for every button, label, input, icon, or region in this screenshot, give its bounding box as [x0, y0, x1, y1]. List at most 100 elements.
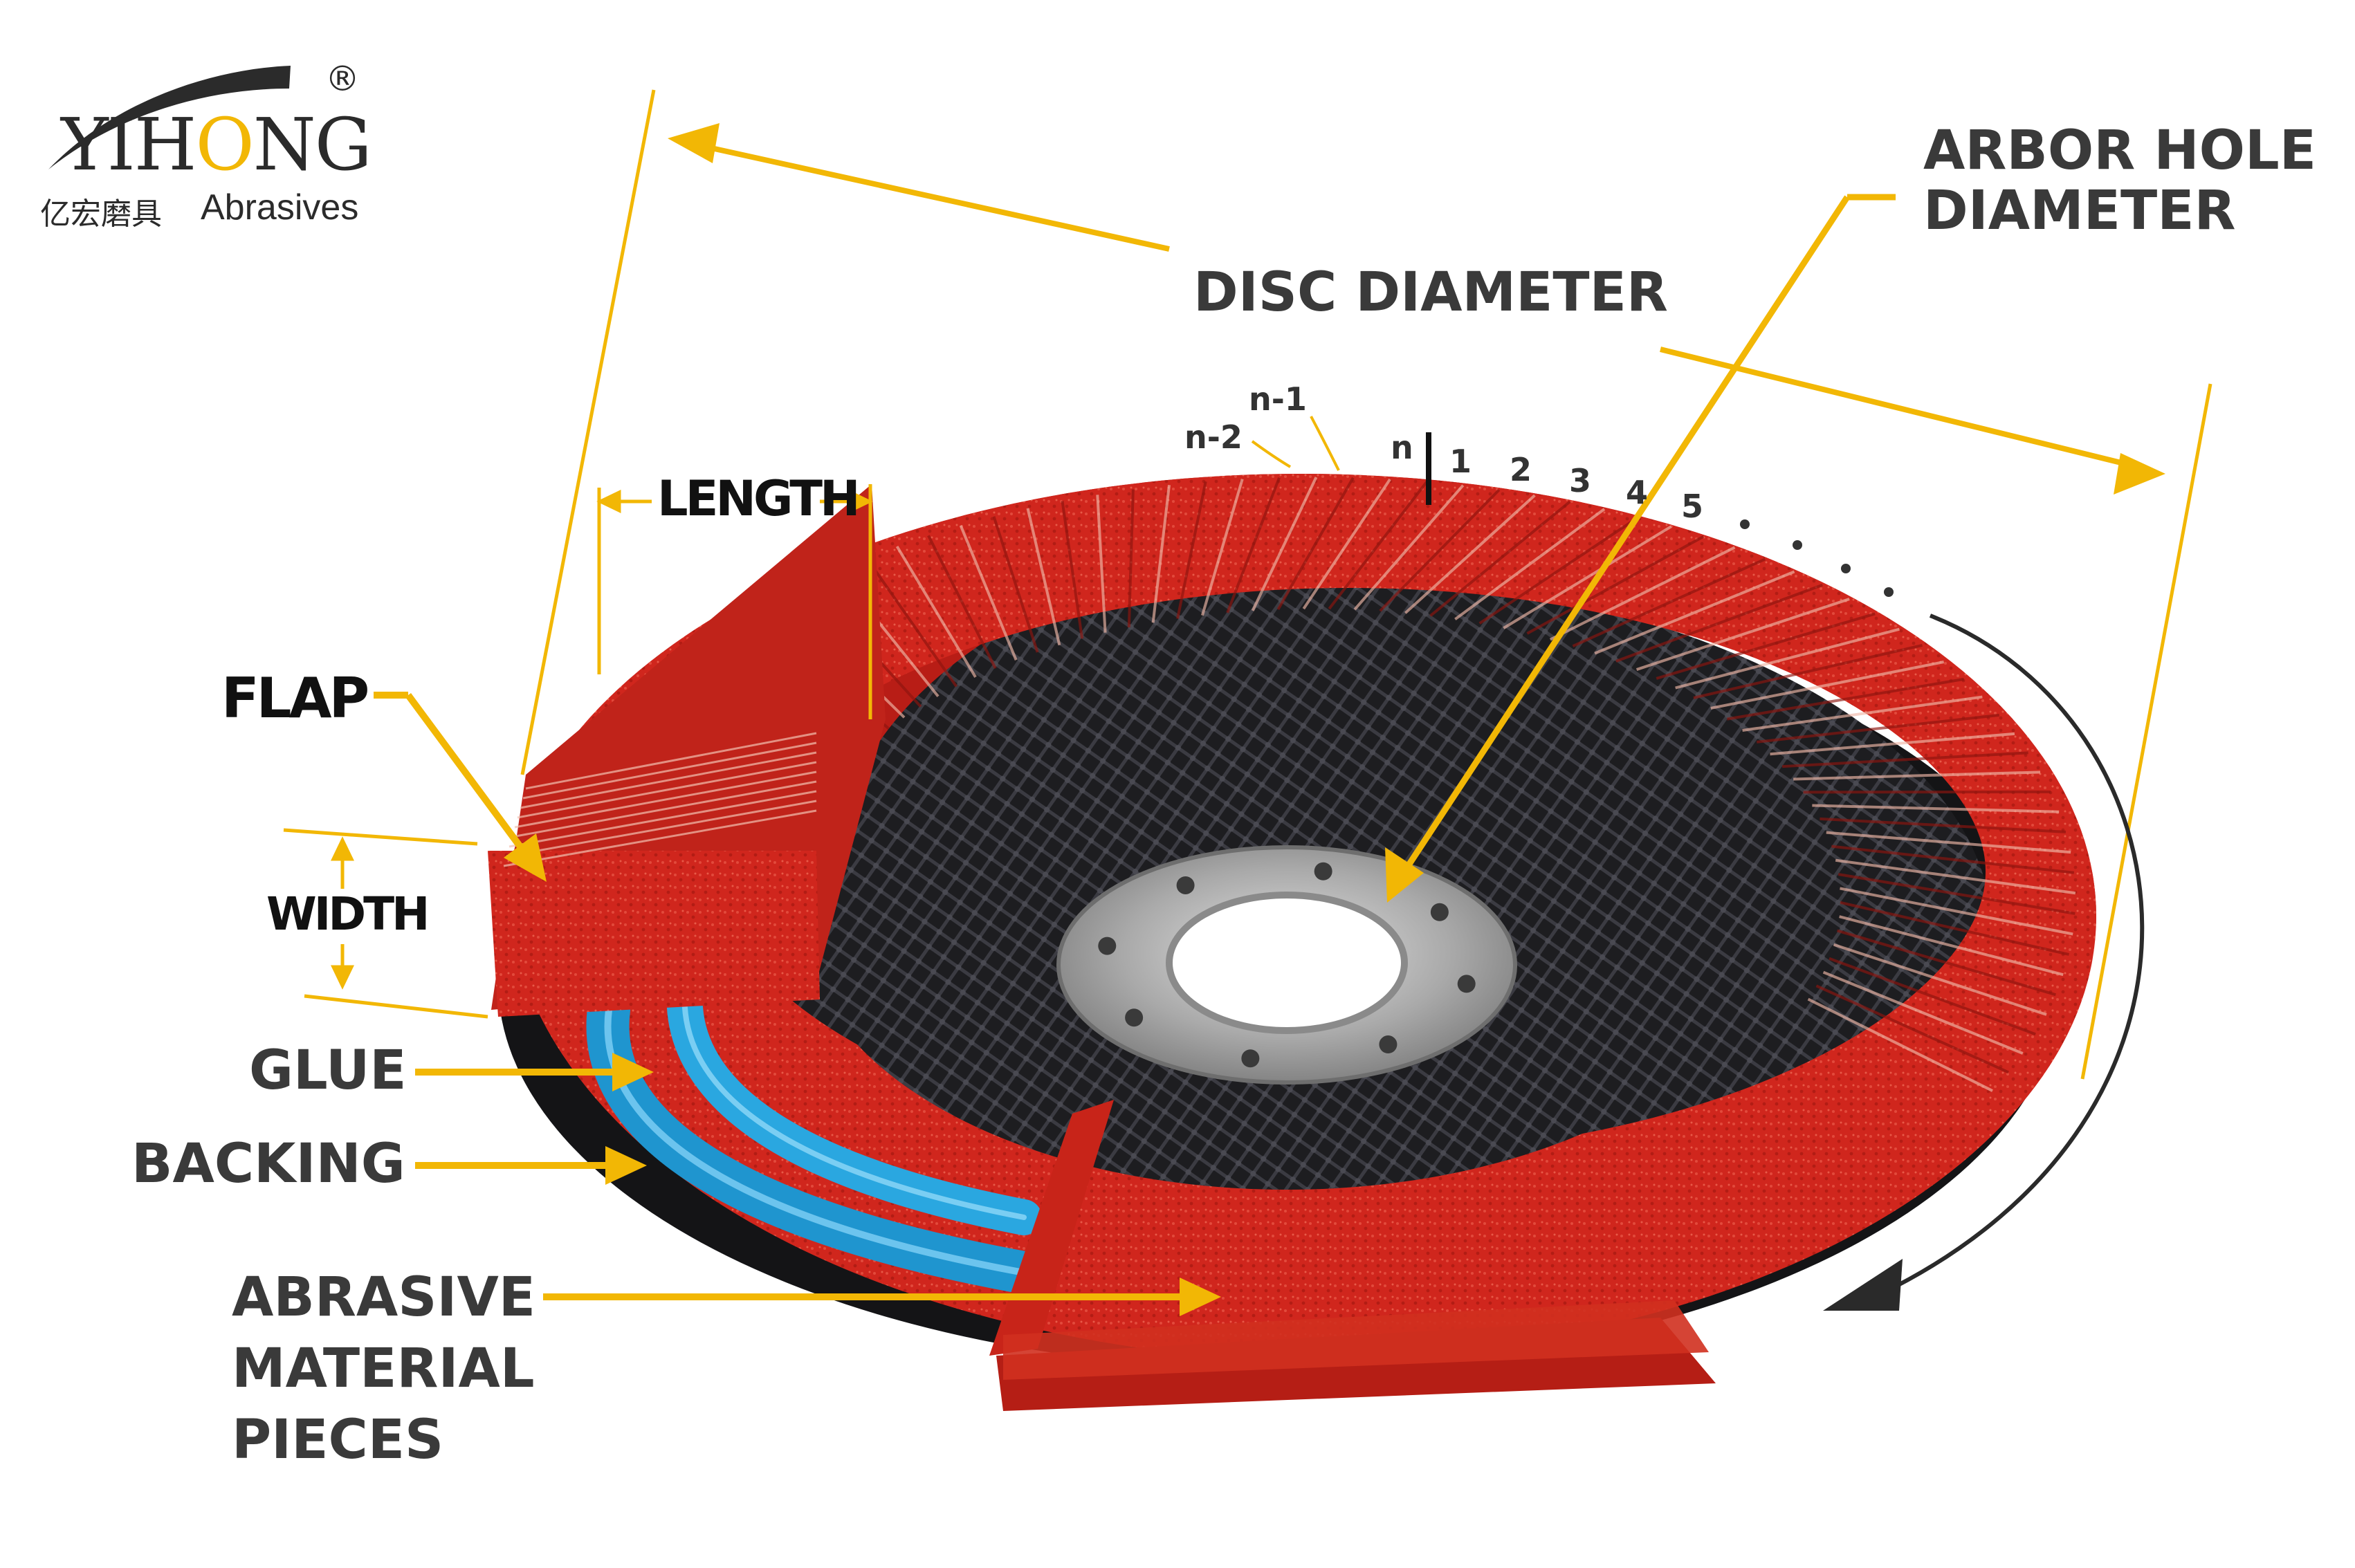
flap-edge-line	[1812, 804, 2060, 813]
flap-edge-line	[1656, 612, 1876, 680]
flap-edge-line	[1478, 516, 1640, 625]
flap-edge-line	[1826, 831, 2071, 854]
abrasive-pointer	[543, 1278, 1221, 1316]
bolt-hole	[1176, 876, 1195, 894]
flap-edge-line	[1594, 570, 1795, 655]
flap-edge-line	[895, 545, 977, 678]
arbor-hole-diameter-label: ARBOR HOLE DIAMETER	[1923, 120, 2316, 243]
flap-edge-line	[1404, 494, 1536, 614]
glue-label: GLUE	[249, 1040, 407, 1102]
flap-edge-line	[1026, 508, 1061, 646]
rotation-arc	[1880, 614, 2145, 1295]
flap-edge-line	[927, 535, 997, 670]
bolt-hole	[1430, 903, 1449, 921]
flap-number-n-minus-1: n-1	[1249, 380, 1307, 418]
brand-name-o: O	[195, 102, 254, 187]
arbor-hole-leader	[1385, 194, 1896, 903]
flap-edge-line	[1838, 873, 2075, 915]
flap-pointer	[374, 692, 547, 882]
flap-edge-line	[1710, 661, 1945, 710]
flap-edge-line	[1379, 488, 1501, 612]
flap-number-1: 1	[1449, 443, 1472, 480]
flap-layer-line	[525, 732, 817, 790]
flap-edge-line	[1781, 751, 2028, 768]
brand-name-suffix: NG	[253, 102, 372, 187]
flap-edge-line	[959, 525, 1018, 661]
arbor-hole	[1166, 892, 1408, 1034]
flap-edge-line	[1757, 713, 2000, 744]
length-dimension	[596, 490, 873, 513]
flap-edge-line	[1727, 677, 1964, 721]
brand-name-prefix: YIH	[61, 102, 196, 187]
flap-edge-line	[992, 516, 1039, 653]
flap-edge-line	[1635, 598, 1850, 671]
width-label: WIDTH	[266, 887, 430, 941]
flap-edge-line	[1831, 845, 2075, 874]
left-flap-stack	[488, 484, 886, 1017]
flap-edge-line	[1742, 695, 1983, 732]
abrasive-line3: PIECES	[232, 1408, 444, 1471]
flap-edge-line	[1572, 557, 1766, 648]
bolt-hole	[1125, 1008, 1144, 1027]
flap-edge-line	[1835, 858, 2076, 895]
flap-edge-line	[1061, 501, 1084, 639]
flap-edge-line	[1526, 535, 1705, 635]
flap-number-4: 4	[1626, 474, 1649, 511]
flap-layer-line	[522, 741, 817, 800]
bolt-hole	[1314, 862, 1332, 880]
flap-layer-line	[503, 809, 817, 867]
flap-edge-line	[1328, 481, 1428, 610]
abrasive-line2: MATERIAL	[232, 1337, 535, 1400]
disc-diameter-arrows	[668, 123, 2165, 495]
flap-layer-line	[517, 761, 817, 819]
flap-edge-line	[1793, 771, 2041, 781]
flap-layer-line	[508, 790, 817, 848]
flap-layer-line	[511, 780, 817, 838]
flap-edge-line	[1815, 984, 2009, 1074]
flap-edge-line	[865, 557, 958, 688]
flap-number-n: n	[1391, 429, 1413, 466]
flap-number-3: 3	[1569, 462, 1592, 499]
rotation-arrowhead	[1823, 1259, 1903, 1311]
sequence-dots	[1740, 519, 1894, 597]
flap-edge-line	[1353, 484, 1465, 611]
backing-pointer	[415, 1146, 647, 1185]
flap-layer-line	[514, 771, 817, 829]
flap-edge-line	[1839, 915, 2064, 977]
flap-edge-line	[1127, 489, 1135, 628]
flap-edge-line	[1675, 627, 1900, 690]
flap-number-n-minus-2: n-2	[1184, 418, 1243, 456]
flap-edge-line	[1820, 817, 2067, 833]
brand-logo-text: YIHONG	[61, 102, 372, 187]
flap-layer-line	[506, 800, 817, 858]
flap-edge-line	[1829, 957, 2036, 1036]
flap-edge-line	[1840, 901, 2069, 956]
flap-edge-line	[1176, 481, 1207, 619]
bolt-hole	[1457, 975, 1476, 993]
flap-edge-line	[1549, 546, 1736, 641]
flap-edge-line	[1836, 929, 2056, 997]
abrasive-line1: ABRASIVE	[232, 1266, 536, 1329]
flap-edge-line	[1151, 484, 1171, 623]
flap-layer-line	[520, 751, 817, 809]
brand-tagline: Abrasives	[201, 187, 359, 228]
backing-label: BACKING	[131, 1133, 405, 1195]
logo-swoosh	[48, 66, 291, 169]
glue-pointer	[415, 1053, 654, 1091]
bolt-hole	[1098, 937, 1117, 955]
width-dimension	[331, 836, 354, 990]
flap-edge-line	[1503, 525, 1672, 629]
bottom-flap-stack	[989, 1100, 1716, 1411]
arbor-hole-line2: DIAMETER	[1923, 180, 2236, 243]
flap-edge-line	[1200, 479, 1244, 616]
flap-edge-line	[1096, 495, 1107, 633]
guide-lines	[283, 89, 2212, 1080]
bolt-hole	[1241, 1049, 1260, 1068]
brand-chinese: 亿宏磨具	[40, 196, 162, 232]
arbor-hole-line1: ARBOR HOLE	[1923, 120, 2316, 182]
flap-edge-line	[1276, 477, 1355, 610]
abrasive-material-pieces-label: ABRASIVE MATERIAL PIECES	[232, 1262, 535, 1476]
left-flap-layers	[503, 732, 817, 867]
